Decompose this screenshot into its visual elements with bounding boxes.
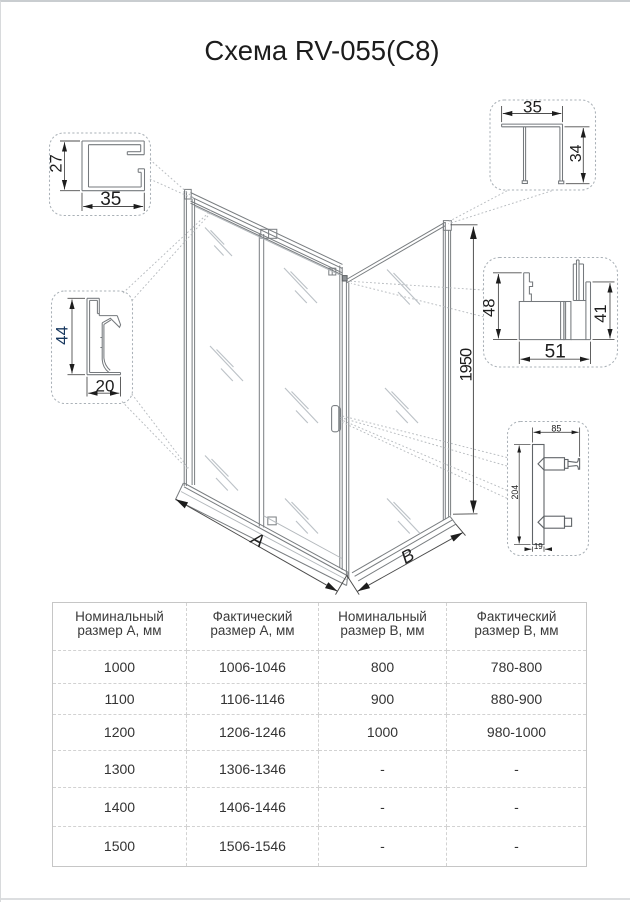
svg-text:35: 35 [523,98,542,117]
svg-text:44: 44 [53,326,72,345]
svg-text:1950: 1950 [457,348,475,382]
svg-text:51: 51 [545,342,566,363]
svg-text:20: 20 [96,377,115,396]
svg-text:35: 35 [100,189,121,210]
svg-text:48: 48 [481,299,499,317]
svg-text:27: 27 [48,154,66,172]
svg-text:34: 34 [568,144,585,162]
svg-text:85: 85 [551,423,561,433]
svg-text:19: 19 [534,542,543,551]
svg-text:204: 204 [510,485,520,500]
svg-text:A: A [247,528,268,552]
svg-text:41: 41 [592,304,610,322]
